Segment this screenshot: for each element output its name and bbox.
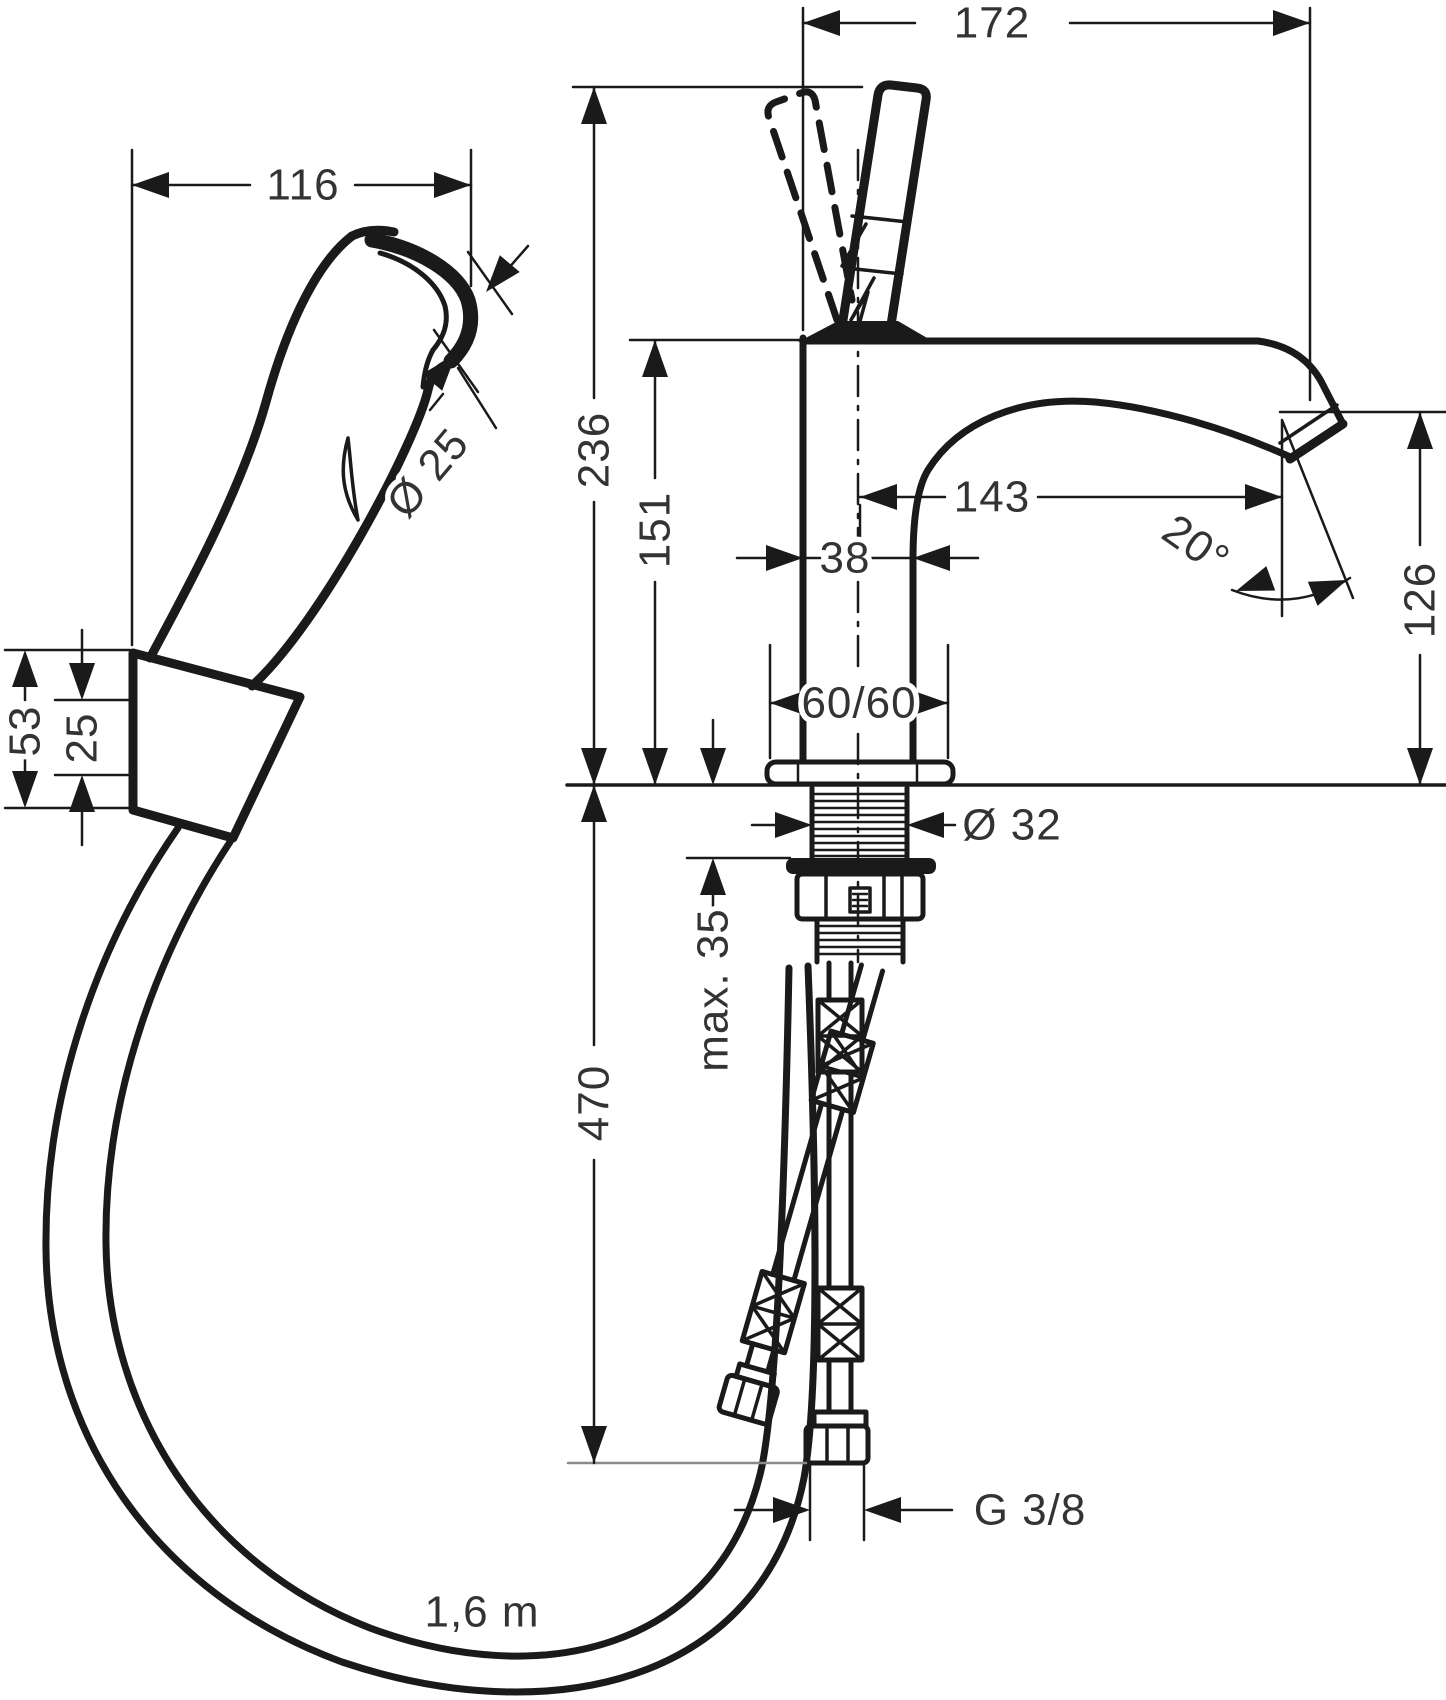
dim-label-g38: G 3/8	[974, 1486, 1087, 1535]
dim-label-236: 236	[570, 412, 619, 488]
mounting-set	[764, 759, 956, 965]
shower-hose	[42, 824, 819, 1696]
dim-label-38: 38	[820, 534, 871, 583]
dim-label-470: 470	[570, 1065, 619, 1141]
lever-handle-dashed	[764, 88, 856, 324]
lever-handle	[838, 80, 931, 340]
dim-label-151: 151	[631, 492, 680, 568]
hand-shower-holder	[128, 648, 305, 843]
dim-label-60-60: 60/60	[801, 679, 916, 728]
g38-nut	[803, 1423, 871, 1466]
dim-handshower-length: 116	[130, 148, 473, 647]
supply-hose-angled	[716, 962, 886, 1427]
dim-label-126: 126	[1396, 562, 1445, 638]
dim-label-20deg: 20°	[1153, 505, 1238, 585]
dim-height-handle-top: 236	[564, 85, 864, 787]
dim-base-plate: 60/60	[768, 643, 950, 760]
dim-label-116: 116	[266, 161, 339, 210]
dim-label-25: 25	[58, 713, 107, 764]
dim-connection-drop: 470	[564, 783, 624, 1465]
dim-label-143: 143	[954, 473, 1030, 522]
dim-label-hose-length: 1,6 m	[424, 1588, 539, 1637]
dim-holder-height: 53	[0, 648, 132, 810]
dim-height-spout-top: 151	[625, 338, 802, 787]
dim-label-dia-32: Ø 32	[962, 801, 1061, 850]
dim-shank-diameter: Ø 32	[750, 795, 1066, 855]
dim-connection-thread: G 3/8	[733, 1464, 1091, 1542]
dim-outlet-angle: 20°	[1148, 418, 1355, 618]
dim-holder-inner: 25	[52, 628, 132, 847]
spout-aerator	[1285, 419, 1348, 464]
dim-overall-depth: 172	[801, 0, 1312, 402]
dim-label-172: 172	[954, 0, 1030, 48]
washer	[786, 858, 936, 874]
dim-outlet-height: 126	[1278, 410, 1446, 787]
dim-spout-reach: 143	[858, 467, 1284, 547]
dim-max-mounting-thickness: max. 35	[683, 718, 792, 1077]
dim-body-width: 38	[735, 528, 980, 588]
mounting-nut	[794, 871, 926, 922]
dim-label-max-35: max. 35	[689, 908, 738, 1072]
dim-label-53: 53	[1, 706, 50, 757]
